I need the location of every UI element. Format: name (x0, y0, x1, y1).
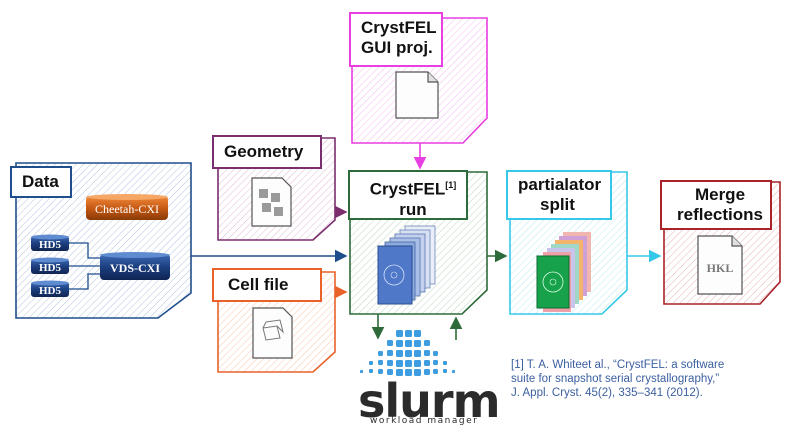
hd5-connector (69, 242, 100, 290)
gui-label: CrystFEL GUI proj. (349, 12, 443, 67)
partialator-label: partialator split (506, 170, 612, 220)
merge-label-line2: reflections (677, 205, 763, 224)
cell-file-icon (252, 307, 293, 359)
cellfile-label: Cell file (212, 268, 322, 302)
cheetah-label: Cheetah-CXI (95, 202, 159, 216)
hd5-barrel-2 (31, 257, 69, 274)
citation-reference: [1] T. A. Whiteet al., “CrystFEL: a soft… (511, 358, 781, 400)
cellfile-label-text: Cell file (228, 275, 289, 294)
hd5-label-2: HD5 (39, 262, 62, 274)
merge-label-line1: Merge (694, 185, 746, 204)
hd5-barrel-3 (31, 280, 69, 297)
image-stack-icon (377, 225, 436, 305)
geometry-icon (251, 177, 292, 227)
merge-label: Merge reflections (660, 180, 772, 230)
hd5-label-1: HD5 (39, 239, 62, 251)
hkl-document-icon (697, 235, 743, 295)
citation-line-1: [1] T. A. Whiteet al., “CrystFEL: a soft… (511, 359, 725, 371)
citation-line-3: J. Appl. Cryst. 45(2), 335–341 (2012). (511, 387, 703, 399)
document-icon (395, 71, 439, 119)
crystfel-label: CrystFEL[1] run (348, 170, 468, 220)
cheetah-barrel (86, 194, 168, 220)
hd5-label-3: HD5 (39, 285, 62, 297)
geometry-label: Geometry (212, 135, 322, 169)
crystfel-citation-sup: [1] (445, 180, 457, 190)
crystfel-label-main: CrystFEL (369, 179, 446, 199)
vds-label: VDS-CXI (110, 261, 160, 275)
hd5-barrel-1 (31, 234, 69, 251)
partialator-label-line2: split (540, 195, 575, 214)
citation-line-2: suite for snapshot serial crystallograph… (511, 373, 720, 385)
slurm-logo-dots (360, 330, 455, 376)
crystfel-label-line2: run (399, 199, 427, 219)
data-label: Data (10, 166, 72, 198)
hkl-label: HKL (707, 261, 734, 275)
partialator-label-line1: partialator (518, 175, 602, 194)
gui-label-line2: GUI proj. (361, 38, 433, 57)
slurm-wordmark: slurm (358, 374, 501, 428)
slurm-subtitle: workload manager (370, 416, 479, 426)
gui-label-line1: CrystFEL (361, 18, 437, 37)
geometry-label-text: Geometry (224, 142, 304, 161)
vds-barrel (100, 252, 170, 280)
split-stack-icon (536, 232, 591, 312)
data-label-text: Data (22, 172, 59, 191)
